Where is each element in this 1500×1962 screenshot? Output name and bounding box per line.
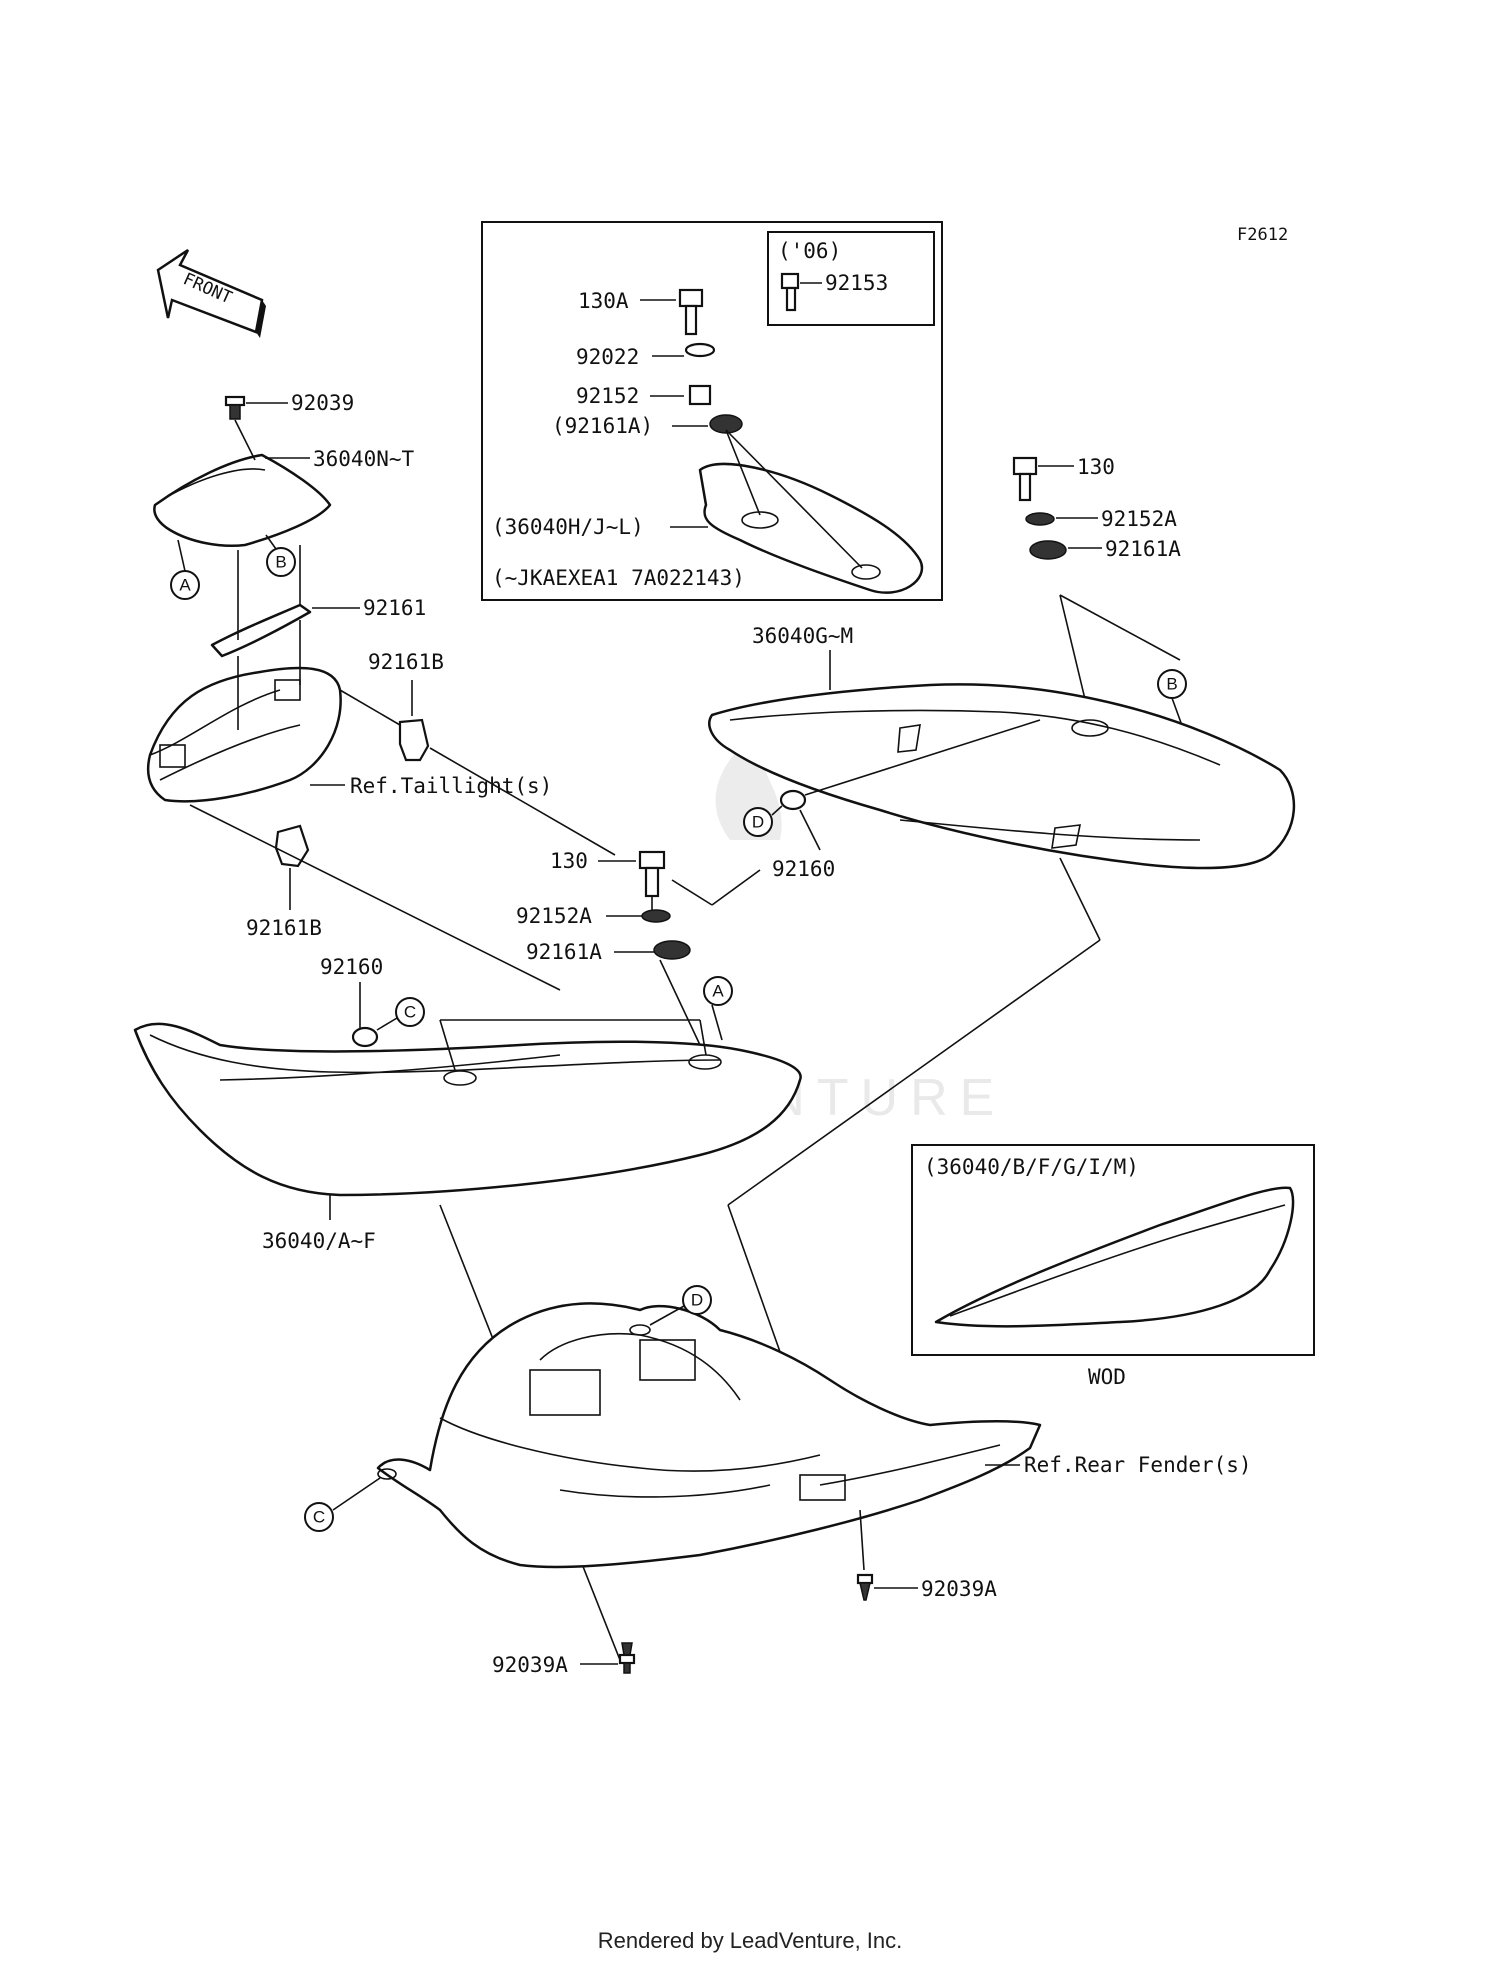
label-92152A-right: 92152A	[1101, 507, 1177, 531]
label-92160-right: 92160	[772, 857, 835, 881]
rear-fender	[376, 1302, 1042, 1569]
grommet-icon	[709, 414, 743, 434]
inset-year-part: 92153	[825, 271, 888, 295]
reference-marker-D: D	[743, 807, 773, 837]
svg-text:B: B	[275, 553, 286, 572]
label-92152A-center: 92152A	[516, 904, 592, 928]
svg-text:B: B	[1166, 675, 1177, 694]
diagram-code: F2612	[1237, 225, 1288, 245]
reference-marker-B: B	[1157, 669, 1187, 699]
washer-icon	[641, 909, 671, 923]
svg-text:A: A	[179, 576, 191, 595]
bracket-92161	[210, 603, 312, 658]
label-130-center: 130	[550, 849, 588, 873]
grommet-icon	[398, 718, 430, 762]
inset-serial-label: (~JKAEXEA1 7A022143)	[492, 566, 745, 590]
reference-marker-D: D	[682, 1285, 712, 1315]
label-92160-left: 92160	[320, 955, 383, 979]
grommet-icon	[779, 789, 807, 811]
ref-taillight-label: Ref.Taillight(s)	[350, 774, 552, 798]
label-36040A-F: 36040/A~F	[262, 1229, 376, 1253]
side-cover-left-36040A	[133, 1022, 802, 1197]
wod-title: (36040/B/F/G/I/M)	[924, 1155, 1139, 1179]
front-arrow-icon: FRONT	[156, 248, 266, 338]
inset-part-92161A: (92161A)	[552, 414, 653, 438]
label-92161B-top: 92161B	[368, 650, 444, 674]
reference-marker-A: A	[703, 976, 733, 1006]
label-92039A-bottom: 92039A	[492, 1653, 568, 1677]
collar-icon	[688, 384, 712, 406]
inset-part-92152: 92152	[576, 384, 639, 408]
reference-marker-B: B	[266, 547, 296, 577]
ref-rear-fender-label: Ref.Rear Fender(s)	[1024, 1453, 1252, 1477]
svg-text:C: C	[313, 1508, 325, 1527]
wod-caption: WOD	[1088, 1365, 1126, 1389]
label-36040N-T: 36040N~T	[313, 447, 415, 471]
svg-text:D: D	[752, 813, 764, 832]
grommet-icon	[1029, 540, 1067, 560]
washer-icon	[1025, 512, 1055, 526]
label-92161A-center: 92161A	[526, 940, 602, 964]
label-92161B-bottom: 92161B	[246, 916, 322, 940]
svg-text:C: C	[404, 1003, 416, 1022]
label-92039A-right: 92039A	[921, 1577, 997, 1601]
label-36040G-M: 36040G~M	[752, 624, 853, 648]
label-92161: 92161	[363, 596, 426, 620]
grommet-icon	[351, 1026, 379, 1048]
inset-detail-box: ('06) 92153 130A 92022 92152 (92161A) (3…	[481, 221, 943, 601]
washer-icon	[684, 342, 716, 358]
clip-92039A-bottom	[618, 1642, 636, 1674]
inset-cover-label: (36040H/J~L)	[492, 515, 644, 539]
inset-part-92022: 92022	[576, 345, 639, 369]
taillight-housing	[146, 666, 342, 803]
reference-marker-A: A	[170, 570, 200, 600]
footer-credit: Rendered by LeadVenture, Inc.	[598, 1928, 903, 1953]
bolt-icon	[638, 850, 666, 898]
label-92039: 92039	[291, 391, 354, 415]
label-92161A-right: 92161A	[1105, 537, 1181, 561]
bolt-icon	[1012, 456, 1038, 502]
inset-cover-shape	[698, 462, 924, 594]
inset-part-130A: 130A	[578, 289, 629, 313]
reference-marker-C: C	[304, 1502, 334, 1532]
wod-inset-box: (36040/B/F/G/I/M) WOD	[911, 1144, 1315, 1389]
clip-92039	[224, 395, 246, 420]
reference-marker-C: C	[395, 997, 425, 1027]
grommet-icon	[653, 940, 691, 960]
inset-year-label: ('06)	[778, 239, 841, 263]
tail-cover-36040N	[153, 453, 332, 547]
label-130-right: 130	[1077, 455, 1115, 479]
svg-text:A: A	[712, 982, 724, 1001]
clip-92039A-right	[856, 1573, 874, 1601]
grommet-icon	[274, 824, 310, 868]
side-cover-right-36040G	[708, 683, 1296, 870]
svg-text:D: D	[691, 1291, 703, 1310]
bolt-icon	[678, 288, 704, 336]
bolt-icon	[780, 272, 800, 312]
